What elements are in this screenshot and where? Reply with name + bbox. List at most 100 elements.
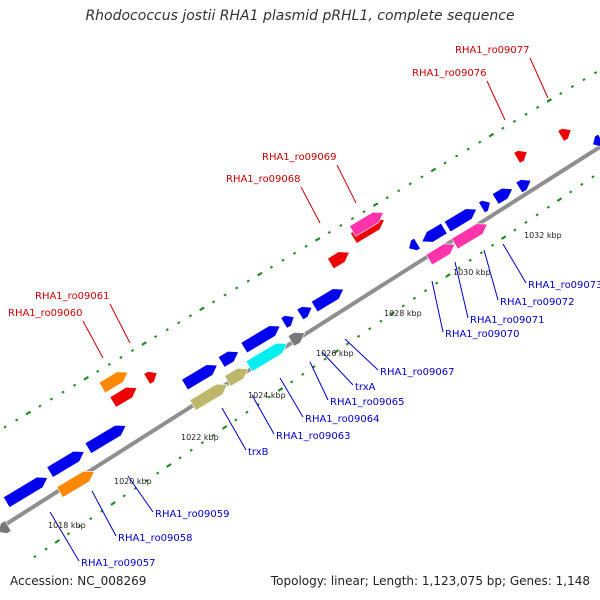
gene-arrow[interactable] [181,364,218,391]
track-dot [199,306,205,312]
track-dot [512,119,517,123]
gene-arrow[interactable] [478,200,491,214]
track-dot [189,448,193,452]
gene-label[interactable]: RHA1_ro09063 [276,431,351,442]
label-leader-line [251,394,275,435]
track-dot [535,213,539,217]
track-dot [582,78,586,82]
gene-label[interactable]: RHA1_ro09058 [118,533,193,544]
track-dot [580,182,584,186]
track-dot [38,404,42,408]
map-title: Rhodococcus jostii RHA1 plasmid pRHL1, c… [85,8,515,24]
track-dot [570,85,575,89]
track-dot [568,190,573,194]
gene-label[interactable]: RHA1_ro09067 [380,367,455,378]
gene-arrow[interactable] [224,367,249,387]
track-dot [211,433,216,437]
label-leader-line [279,377,304,418]
gene-arrow[interactable] [296,306,313,321]
gene-arrow[interactable] [592,133,600,147]
track-dot [61,390,65,394]
track-dot [591,175,595,179]
gene-arrow[interactable] [0,520,12,534]
scale-tick-label: 1030 kbp [453,268,491,277]
accession-text: Accession: NC_008269 [10,574,147,588]
gene-arrow[interactable] [56,470,95,498]
gene-arrow[interactable] [143,371,158,385]
track-dot [423,289,428,293]
summary-text: Topology: linear; Length: 1,123,075 bp; … [270,574,590,588]
gene-arrow[interactable] [408,237,421,251]
gene-label[interactable]: trxB [248,447,269,458]
track-dot [96,369,100,373]
gene-label[interactable]: RHA1_ro09068 [226,174,301,185]
gene-arrow[interactable] [515,179,532,194]
track-dot [488,132,495,138]
track-dot [177,321,181,325]
gene-arrow[interactable] [349,211,384,237]
track-dot [546,98,553,103]
gene-label[interactable]: RHA1_ro09072 [500,297,575,308]
gene-label[interactable]: RHA1_ro09077 [455,45,530,56]
track-dot [234,418,238,422]
track-dot [246,279,250,283]
gene-label[interactable]: trxA [355,382,376,393]
gene-arrow[interactable] [109,386,138,408]
gene-label[interactable]: RHA1_ro09059 [155,509,230,520]
track-dot [3,425,7,429]
track-dot [130,348,135,353]
track-dot [301,372,305,376]
label-leaders [49,57,549,562]
track-dot [267,395,271,399]
gene-arrow[interactable] [217,350,240,368]
gene-arrow[interactable] [451,223,488,250]
track-dot [454,154,459,158]
gene-label[interactable]: RHA1_ro09071 [470,315,545,326]
track-dot [110,501,116,506]
label-leader-line [529,57,549,99]
gene-label[interactable]: RHA1_ro09073 [528,280,600,291]
label-leader-line [309,361,329,401]
gene-arrow[interactable] [421,222,448,243]
track-dot [443,161,447,165]
gene-label[interactable]: RHA1_ro09065 [330,397,405,408]
label-leader-line [431,280,444,333]
track-dot [524,220,528,224]
track-dot [408,182,412,186]
track-dot [235,286,239,290]
gene-arrow[interactable] [513,150,528,164]
gene-arrow[interactable] [287,332,306,347]
track-dot [490,243,495,247]
gene-arrow[interactable] [425,243,456,266]
gene-arrow[interactable] [245,342,288,372]
gene-arrow[interactable] [280,315,295,329]
gene-label[interactable]: RHA1_ro09060 [8,308,83,319]
gene-arrow[interactable] [84,424,127,454]
gene-arrow[interactable] [327,251,350,270]
label-leader-line [483,249,499,301]
gene-label[interactable]: RHA1_ro09061 [35,291,110,302]
gene-label[interactable]: RHA1_ro09069 [262,152,337,163]
gene-arrow[interactable] [2,476,49,508]
gene-arrow[interactable] [443,208,478,233]
gene-arrow[interactable] [310,288,345,313]
gene-arrow[interactable] [491,187,514,205]
gene-label[interactable]: RHA1_ro09070 [445,329,520,340]
track-dot [72,383,77,387]
track-dot [445,273,451,278]
track-dot [257,271,263,277]
track-dot [479,251,483,255]
gene-track [0,128,600,534]
gene-label[interactable]: RHA1_ro09064 [305,414,380,425]
gene-arrow[interactable] [189,383,228,411]
gene-label[interactable]: RHA1_ro09076 [412,68,487,79]
track-dot [221,425,228,430]
track-dot [83,376,89,381]
gene-arrow[interactable] [98,371,129,394]
label-leader-line [82,320,104,359]
gene-arrow[interactable] [46,450,85,478]
gene-arrow[interactable] [240,325,281,354]
gene-arrow[interactable] [557,128,572,142]
track-dot [478,140,482,144]
gene-label[interactable]: RHA1_ro09057 [81,558,156,569]
